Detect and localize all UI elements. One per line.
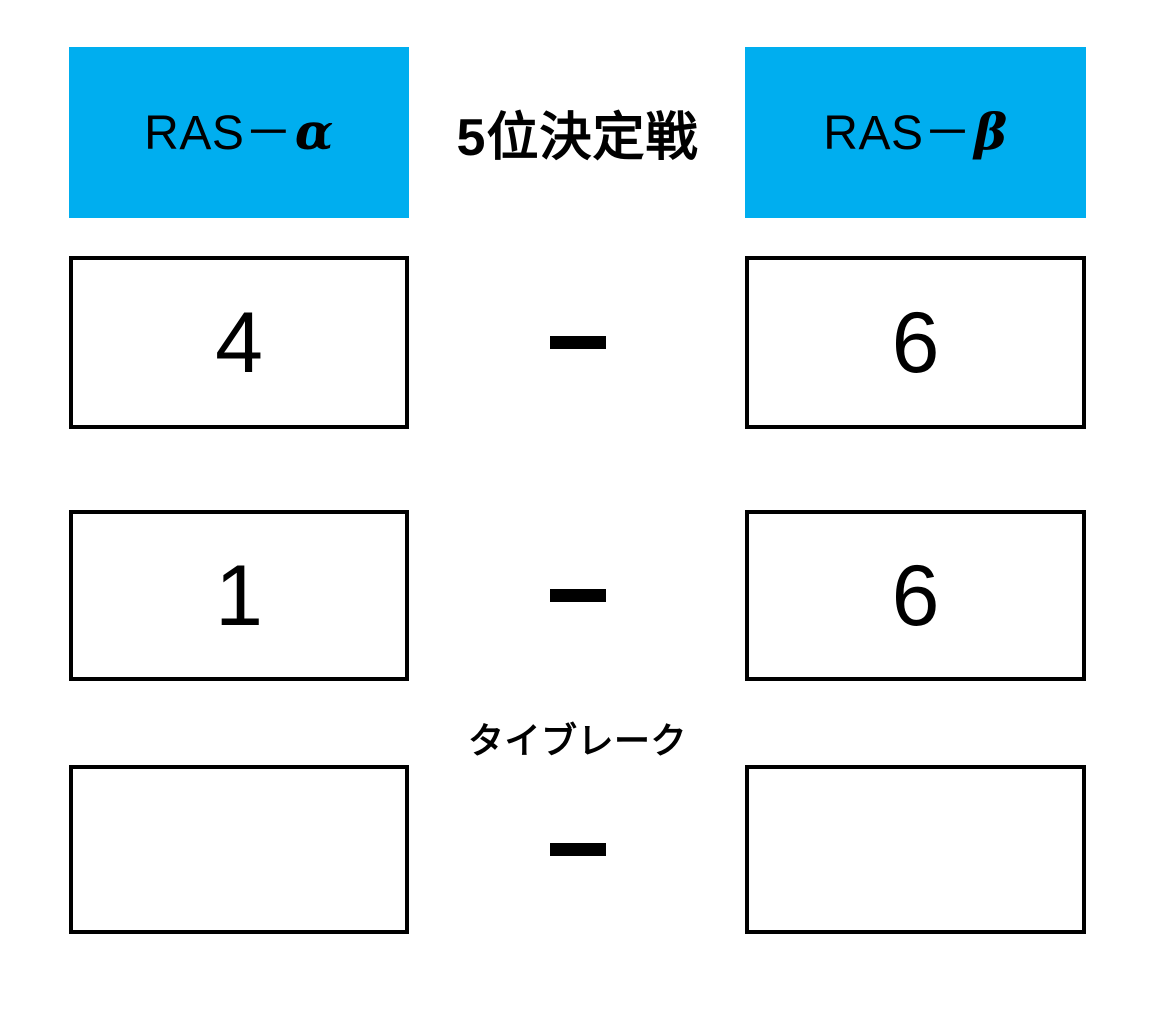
score-box-right-game-2[interactable]: 6 xyxy=(745,510,1086,681)
tiebreak-label: タイブレーク xyxy=(467,720,687,761)
score-box-left-game-2[interactable]: 1 xyxy=(69,510,409,681)
team-left-greek-alpha: α xyxy=(294,102,334,161)
match-title-text: 5位決定戦 xyxy=(456,109,699,167)
score-separator-tiebreak xyxy=(410,765,745,934)
dash-icon xyxy=(549,336,606,349)
score-box-left-tiebreak[interactable] xyxy=(69,765,409,934)
score-value-left-game-1: 4 xyxy=(215,294,263,391)
team-header-left: RAS－α xyxy=(69,47,409,218)
team-left-prefix: RAS－ xyxy=(144,107,293,160)
score-separator-game-2 xyxy=(410,510,745,681)
score-value-right-game-1: 6 xyxy=(891,294,940,391)
team-right-prefix: RAS－ xyxy=(823,107,972,160)
score-value-right-game-2: 6 xyxy=(891,547,940,644)
team-header-right: RAS－β xyxy=(745,47,1086,218)
score-box-left-game-1[interactable]: 4 xyxy=(69,256,409,429)
dash-icon xyxy=(549,843,606,856)
score-box-right-tiebreak[interactable] xyxy=(745,765,1086,934)
match-title: 5位決定戦 xyxy=(410,47,745,218)
dash-icon xyxy=(549,589,606,602)
team-name-right: RAS－β xyxy=(823,107,1007,158)
team-name-left: RAS－α xyxy=(144,107,334,158)
score-value-left-game-2: 1 xyxy=(215,547,263,644)
score-separator-game-1 xyxy=(410,256,745,429)
team-right-greek-beta: β xyxy=(974,102,1008,161)
score-box-right-game-1[interactable]: 6 xyxy=(745,256,1086,429)
